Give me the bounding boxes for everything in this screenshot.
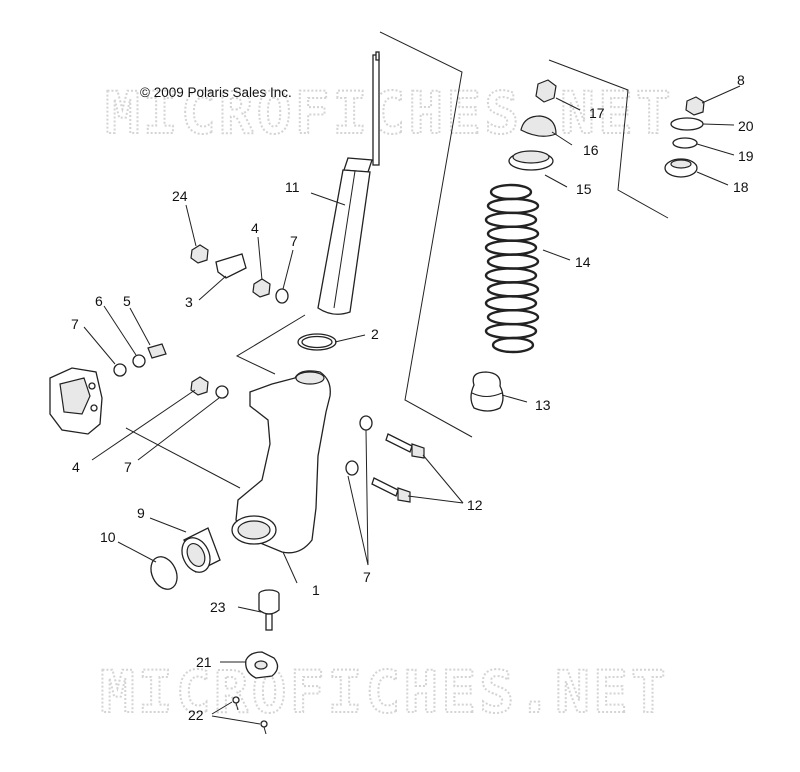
spring-coil-turn bbox=[484, 239, 538, 256]
snap-ring-10 bbox=[150, 556, 178, 590]
bolt-5 bbox=[147, 343, 167, 359]
callout-22: 22 bbox=[188, 707, 204, 723]
spring-coil-turn bbox=[486, 197, 540, 215]
watermark-bottom: MICROFICHES.NET bbox=[100, 658, 669, 726]
washer-7-mid bbox=[215, 385, 229, 399]
callout-19: 19 bbox=[738, 148, 754, 164]
steering-knuckle-part bbox=[231, 370, 331, 554]
bearing-9 bbox=[181, 527, 221, 573]
washer-7-upper bbox=[275, 288, 289, 304]
callout-9: 9 bbox=[137, 505, 145, 521]
callout-7-upper: 7 bbox=[290, 233, 298, 249]
washer-20 bbox=[670, 117, 704, 131]
brake-caliper bbox=[49, 367, 103, 435]
washer-19 bbox=[672, 137, 698, 149]
callout-7-right: 7 bbox=[363, 569, 371, 585]
spring-coil-turn bbox=[486, 225, 540, 242]
spring-coil-turn bbox=[489, 183, 533, 201]
spring-coil-turn bbox=[484, 267, 538, 284]
callout-7-mid: 7 bbox=[124, 459, 132, 475]
callout-23: 23 bbox=[210, 599, 226, 615]
bump-stop-part bbox=[470, 371, 504, 412]
callout-12: 12 bbox=[467, 497, 483, 513]
callout-17: 17 bbox=[589, 105, 605, 121]
callout-15: 15 bbox=[576, 181, 592, 197]
callout-11: 11 bbox=[285, 179, 300, 195]
leader-lines bbox=[83, 85, 741, 725]
bolt-12-lower bbox=[371, 477, 411, 503]
copyright-text: © 2009 Polaris Sales Inc. bbox=[140, 85, 292, 100]
spring-coil-turn bbox=[486, 253, 540, 270]
spring-coil-turn bbox=[491, 336, 535, 354]
callout-21: 21 bbox=[196, 654, 212, 670]
plate-21 bbox=[245, 651, 279, 679]
callout-16: 16 bbox=[583, 142, 599, 158]
callout-10: 10 bbox=[100, 529, 116, 545]
callout-18: 18 bbox=[733, 179, 749, 195]
callout-24: 24 bbox=[172, 188, 188, 204]
spring-coil-turn bbox=[484, 322, 538, 340]
callout-2: 2 bbox=[371, 326, 379, 342]
callout-8: 8 bbox=[737, 72, 745, 88]
callout-4-upper: 4 bbox=[251, 220, 259, 236]
nut-4-upper bbox=[252, 278, 271, 298]
callout-3: 3 bbox=[185, 294, 193, 310]
callout-labels: 11 2 17 16 15 14 13 8 20 19 18 24 3 4 7 … bbox=[71, 72, 754, 723]
callout-13: 13 bbox=[535, 397, 551, 413]
nut-24 bbox=[190, 244, 209, 264]
callout-20: 20 bbox=[738, 118, 754, 134]
spring-coil-turn bbox=[486, 281, 540, 298]
coil-spring-part bbox=[484, 183, 540, 354]
o-ring-inner bbox=[301, 335, 333, 349]
strut-shock-part bbox=[317, 51, 380, 315]
screws-22 bbox=[232, 696, 268, 735]
callout-7-left: 7 bbox=[71, 316, 79, 332]
mount-cap-16 bbox=[520, 115, 557, 137]
nut-4-lower bbox=[190, 376, 209, 396]
clip-3 bbox=[215, 253, 247, 279]
callout-14: 14 bbox=[575, 254, 591, 270]
callout-4-lower: 4 bbox=[72, 459, 80, 475]
callout-6: 6 bbox=[95, 293, 103, 309]
bracket-lines bbox=[235, 31, 669, 438]
washer-7-left bbox=[113, 363, 127, 377]
bolt-12-upper bbox=[385, 433, 425, 459]
washer-6 bbox=[132, 354, 146, 368]
mount-nut-17 bbox=[535, 79, 557, 103]
spring-seat-15 bbox=[508, 150, 554, 171]
watermark-top: MICROFICHES.NET bbox=[105, 79, 674, 147]
nut-8 bbox=[685, 96, 705, 116]
callout-5: 5 bbox=[123, 293, 131, 309]
ball-joint-23 bbox=[258, 589, 280, 631]
mount-18 bbox=[664, 158, 698, 178]
washer-7-right-b bbox=[345, 460, 359, 476]
callout-1: 1 bbox=[312, 582, 320, 598]
spring-coil-turn bbox=[484, 211, 538, 229]
spring-coil-turn bbox=[484, 295, 538, 312]
washer-7-right-a bbox=[359, 415, 373, 431]
spring-coil-turn bbox=[486, 308, 540, 326]
